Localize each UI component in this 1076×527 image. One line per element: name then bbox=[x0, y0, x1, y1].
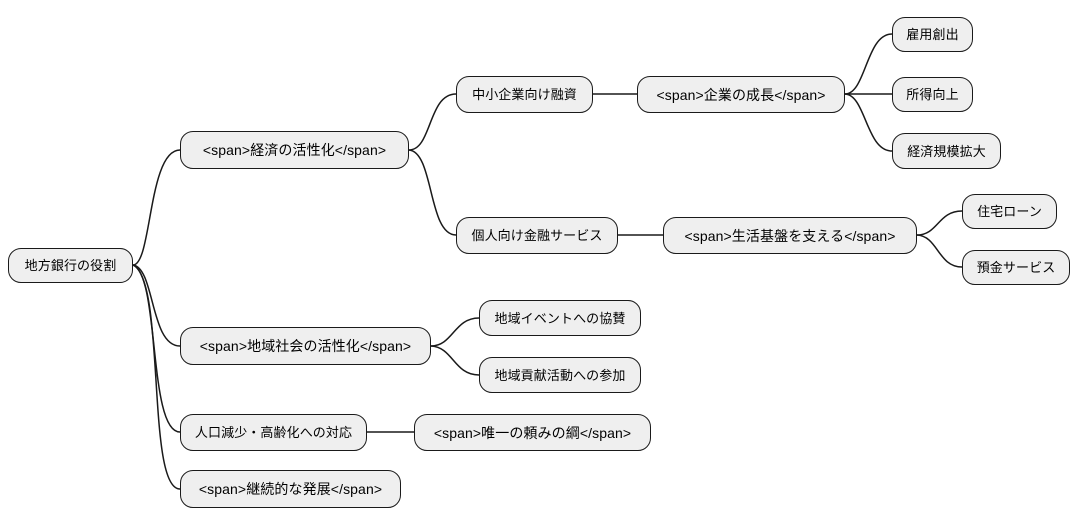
node-label-decline: 人口減少・高齢化への対応 bbox=[194, 425, 353, 440]
edge-community-to-event bbox=[430, 317, 480, 347]
edge-root-to-decline bbox=[132, 264, 181, 433]
node-label-sme: 中小企業向け融資 bbox=[472, 87, 577, 102]
mindmap-node-mortgage[interactable]: 住宅ローン bbox=[962, 194, 1057, 229]
mindmap-node-sustain[interactable]: <span>継続的な発展</span> bbox=[180, 470, 401, 508]
mindmap-node-deposit[interactable]: 預金サービス bbox=[962, 250, 1070, 285]
node-label-deposit: 預金サービス bbox=[976, 260, 1056, 275]
mindmap-node-contrib[interactable]: 地域貢献活動への参加 bbox=[479, 357, 641, 393]
node-label-event: 地域イベントへの協賛 bbox=[494, 310, 626, 326]
node-label-sustain: <span>継続的な発展</span> bbox=[198, 481, 383, 497]
node-label-retail: 個人向け金融サービス bbox=[471, 228, 603, 243]
mindmap-node-econ[interactable]: <span>経済の活性化</span> bbox=[180, 131, 409, 169]
edge-root-to-econ bbox=[132, 149, 181, 266]
mindmap-node-income[interactable]: 所得向上 bbox=[892, 77, 973, 112]
edge-growth-to-jobs bbox=[844, 33, 893, 95]
mindmap-node-growth[interactable]: <span>企業の成長</span> bbox=[637, 76, 845, 113]
mindmap-node-community[interactable]: <span>地域社会の活性化</span> bbox=[180, 327, 431, 365]
node-label-jobs: 雇用創出 bbox=[906, 27, 959, 42]
mindmap-node-decline[interactable]: 人口減少・高齢化への対応 bbox=[180, 414, 367, 451]
mindmap-node-lifeline[interactable]: <span>唯一の頼みの綱</span> bbox=[414, 414, 651, 451]
node-label-scale: 経済規模拡大 bbox=[907, 143, 986, 159]
node-label-lifeline: <span>唯一の頼みの綱</span> bbox=[433, 424, 632, 441]
node-label-econ: <span>経済の活性化</span> bbox=[202, 142, 387, 158]
edge-growth-to-scale bbox=[844, 93, 893, 152]
edge-life-to-mortgage bbox=[916, 210, 963, 236]
node-label-growth: <span>企業の成長</span> bbox=[656, 86, 826, 103]
node-label-life: <span>生活基盤を支える</span> bbox=[684, 227, 896, 244]
mindmap-node-retail[interactable]: 個人向け金融サービス bbox=[456, 217, 618, 254]
edge-root-to-sustain bbox=[132, 264, 181, 490]
mindmap-node-sme[interactable]: 中小企業向け融資 bbox=[456, 76, 593, 113]
mindmap-node-scale[interactable]: 経済規模拡大 bbox=[892, 133, 1001, 169]
mindmap-node-event[interactable]: 地域イベントへの協賛 bbox=[479, 300, 641, 336]
node-label-mortgage: 住宅ローン bbox=[977, 204, 1042, 219]
mindmap-node-jobs[interactable]: 雇用創出 bbox=[892, 17, 973, 52]
mindmap-node-life[interactable]: <span>生活基盤を支える</span> bbox=[663, 217, 917, 254]
edge-econ-to-retail bbox=[408, 149, 457, 236]
node-label-income: 所得向上 bbox=[906, 87, 959, 102]
edge-community-to-contrib bbox=[430, 345, 480, 376]
edge-root-to-community bbox=[132, 264, 181, 347]
mindmap-node-root[interactable]: 地方銀行の役割 bbox=[8, 248, 133, 283]
edge-econ-to-sme bbox=[408, 93, 457, 151]
node-label-contrib: 地域貢献活動への参加 bbox=[494, 367, 626, 383]
node-label-community: <span>地域社会の活性化</span> bbox=[199, 338, 412, 354]
edge-life-to-deposit bbox=[916, 234, 963, 268]
node-label-root: 地方銀行の役割 bbox=[24, 258, 117, 273]
